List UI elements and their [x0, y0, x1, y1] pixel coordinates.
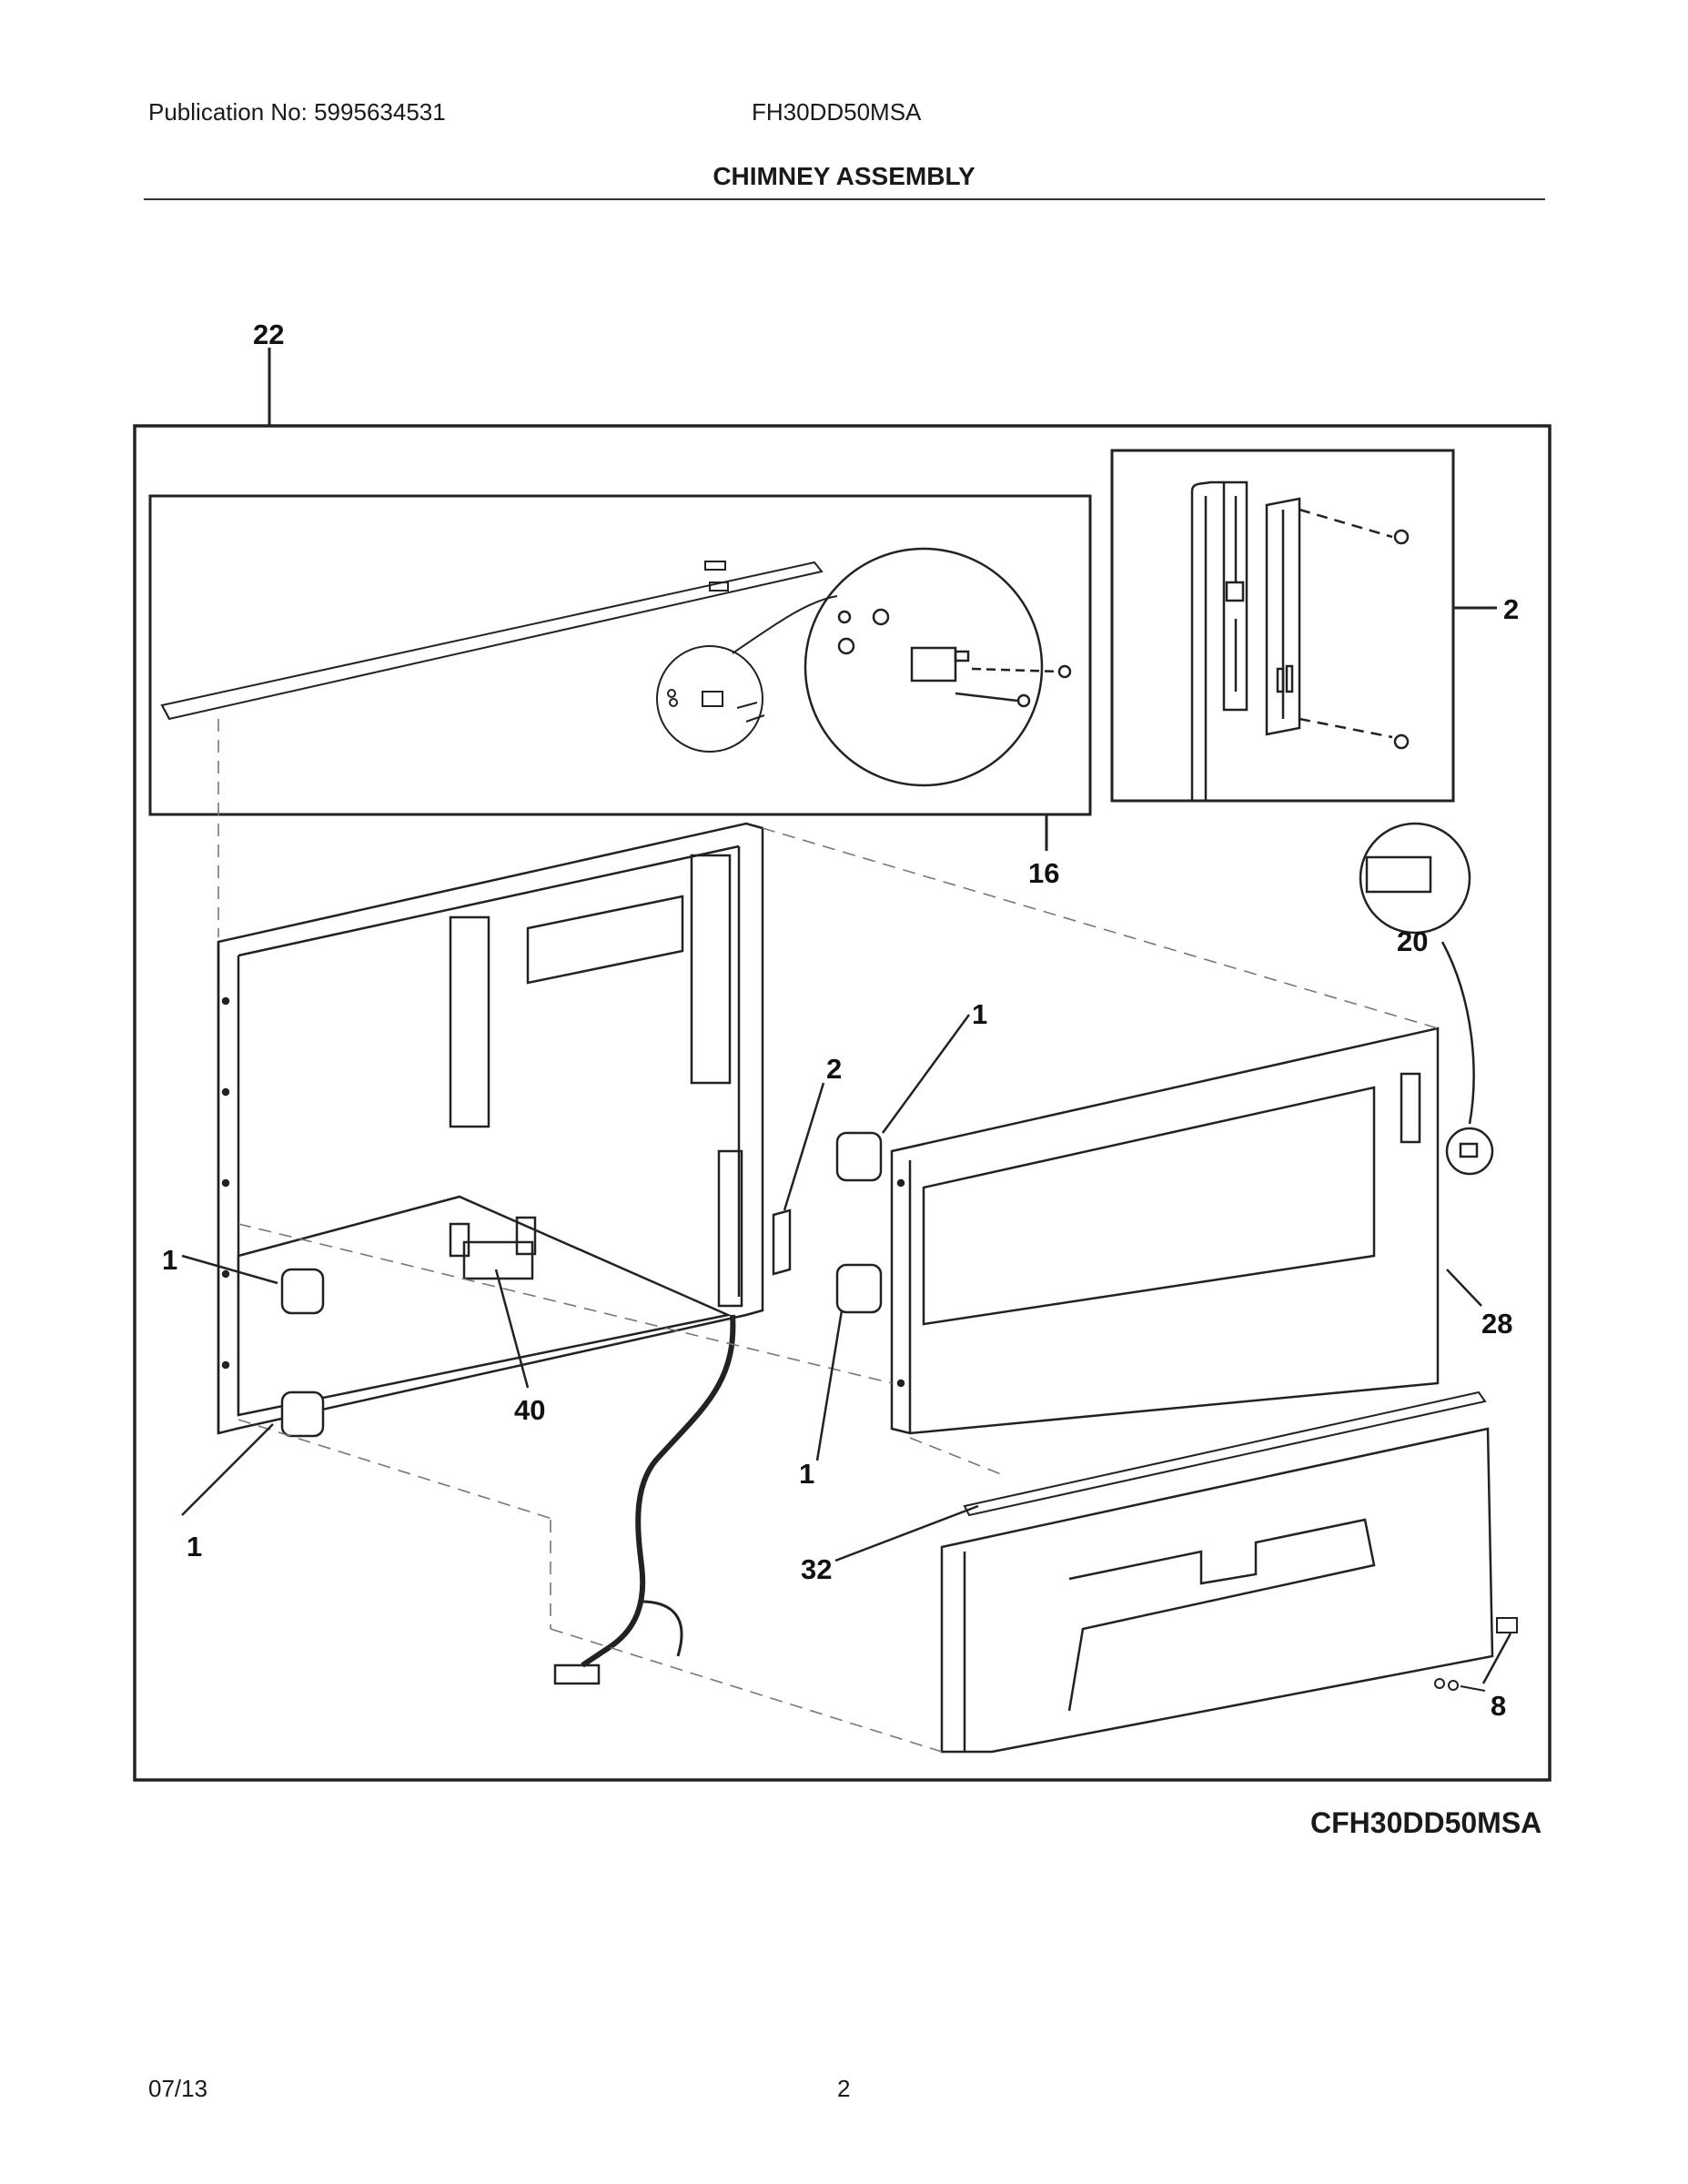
- callout-8: 8: [1491, 1690, 1506, 1722]
- callout-1-left-lower: 1: [187, 1531, 202, 1562]
- header-divider: [144, 198, 1545, 200]
- footer-date: 07/13: [148, 2075, 208, 2102]
- callout-32: 32: [801, 1553, 832, 1585]
- assembly-frame: [133, 424, 1552, 1782]
- callout-1-front-lower: 1: [799, 1458, 814, 1490]
- front-panel-part: [890, 1026, 1440, 1435]
- callout-2-inset: 2: [1503, 593, 1519, 625]
- callout-1-front-upper: 1: [972, 998, 987, 1030]
- inset-top-bar: [148, 494, 1092, 816]
- model-number: FH30DD50MSA: [752, 98, 922, 126]
- switch-detail-small: [656, 595, 838, 753]
- callout-40: 40: [514, 1394, 545, 1426]
- inset-bracket: [1110, 449, 1455, 803]
- drawing-code: CFH30DD50MSA: [1310, 1806, 1542, 1839]
- part-20-detail: [1359, 822, 1494, 1176]
- switch-detail-large: [804, 547, 1072, 787]
- screw-8-part: [1434, 1617, 1518, 1692]
- callout-16: 16: [1028, 857, 1059, 889]
- page-title: CHIMNEY ASSEMBLY: [713, 162, 975, 190]
- publication-number: Publication No: 5995634531: [148, 98, 446, 126]
- callout-22: 22: [253, 318, 284, 350]
- switch-bracket-2: [717, 1149, 792, 1308]
- grommet-part: [280, 1131, 883, 1438]
- page-number: 2: [837, 2075, 851, 2102]
- top-bar-part: [160, 561, 824, 721]
- strip-part: [963, 1390, 1487, 1517]
- bottom-panel-part: [940, 1427, 1494, 1754]
- callout-20: 20: [1397, 925, 1428, 957]
- wire-harness: [581, 1314, 736, 1668]
- callout-1-left-upper: 1: [162, 1244, 177, 1276]
- callout-28: 28: [1481, 1308, 1512, 1340]
- side-bracket-part: [1190, 480, 1410, 801]
- left-panel-part: [217, 822, 764, 1435]
- callout-2-switch: 2: [826, 1053, 842, 1085]
